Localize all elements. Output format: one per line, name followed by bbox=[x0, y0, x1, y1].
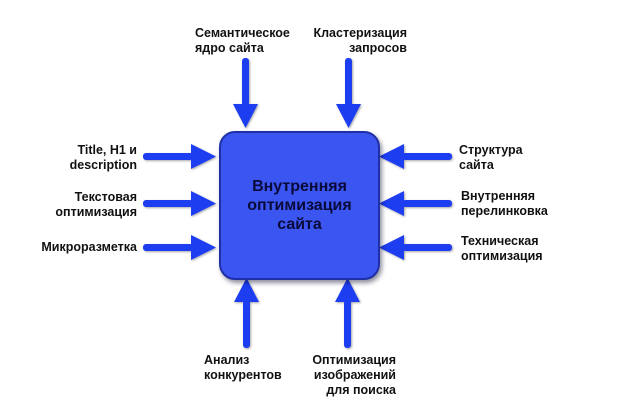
label-microdata: Микроразметка bbox=[41, 240, 137, 254]
arrow-up-icon-images bbox=[335, 278, 360, 348]
arrow-up-icon-competitors bbox=[234, 278, 259, 348]
arrow-right-icon-title bbox=[143, 144, 216, 169]
arrow-down-icon-clustering bbox=[336, 58, 361, 128]
central-box-title: Внутренняя оптимизация сайта bbox=[247, 178, 352, 233]
arrow-left-icon-structure bbox=[379, 144, 452, 169]
arrow-down-icon-semantic bbox=[233, 58, 258, 128]
arrow-left-icon-technical bbox=[379, 235, 452, 260]
arrow-left-icon-linking bbox=[379, 191, 452, 216]
central-box: Внутренняя оптимизация сайта bbox=[219, 131, 380, 280]
arrow-right-icon-markup bbox=[143, 235, 216, 260]
arrow-right-icon-text bbox=[143, 191, 216, 216]
